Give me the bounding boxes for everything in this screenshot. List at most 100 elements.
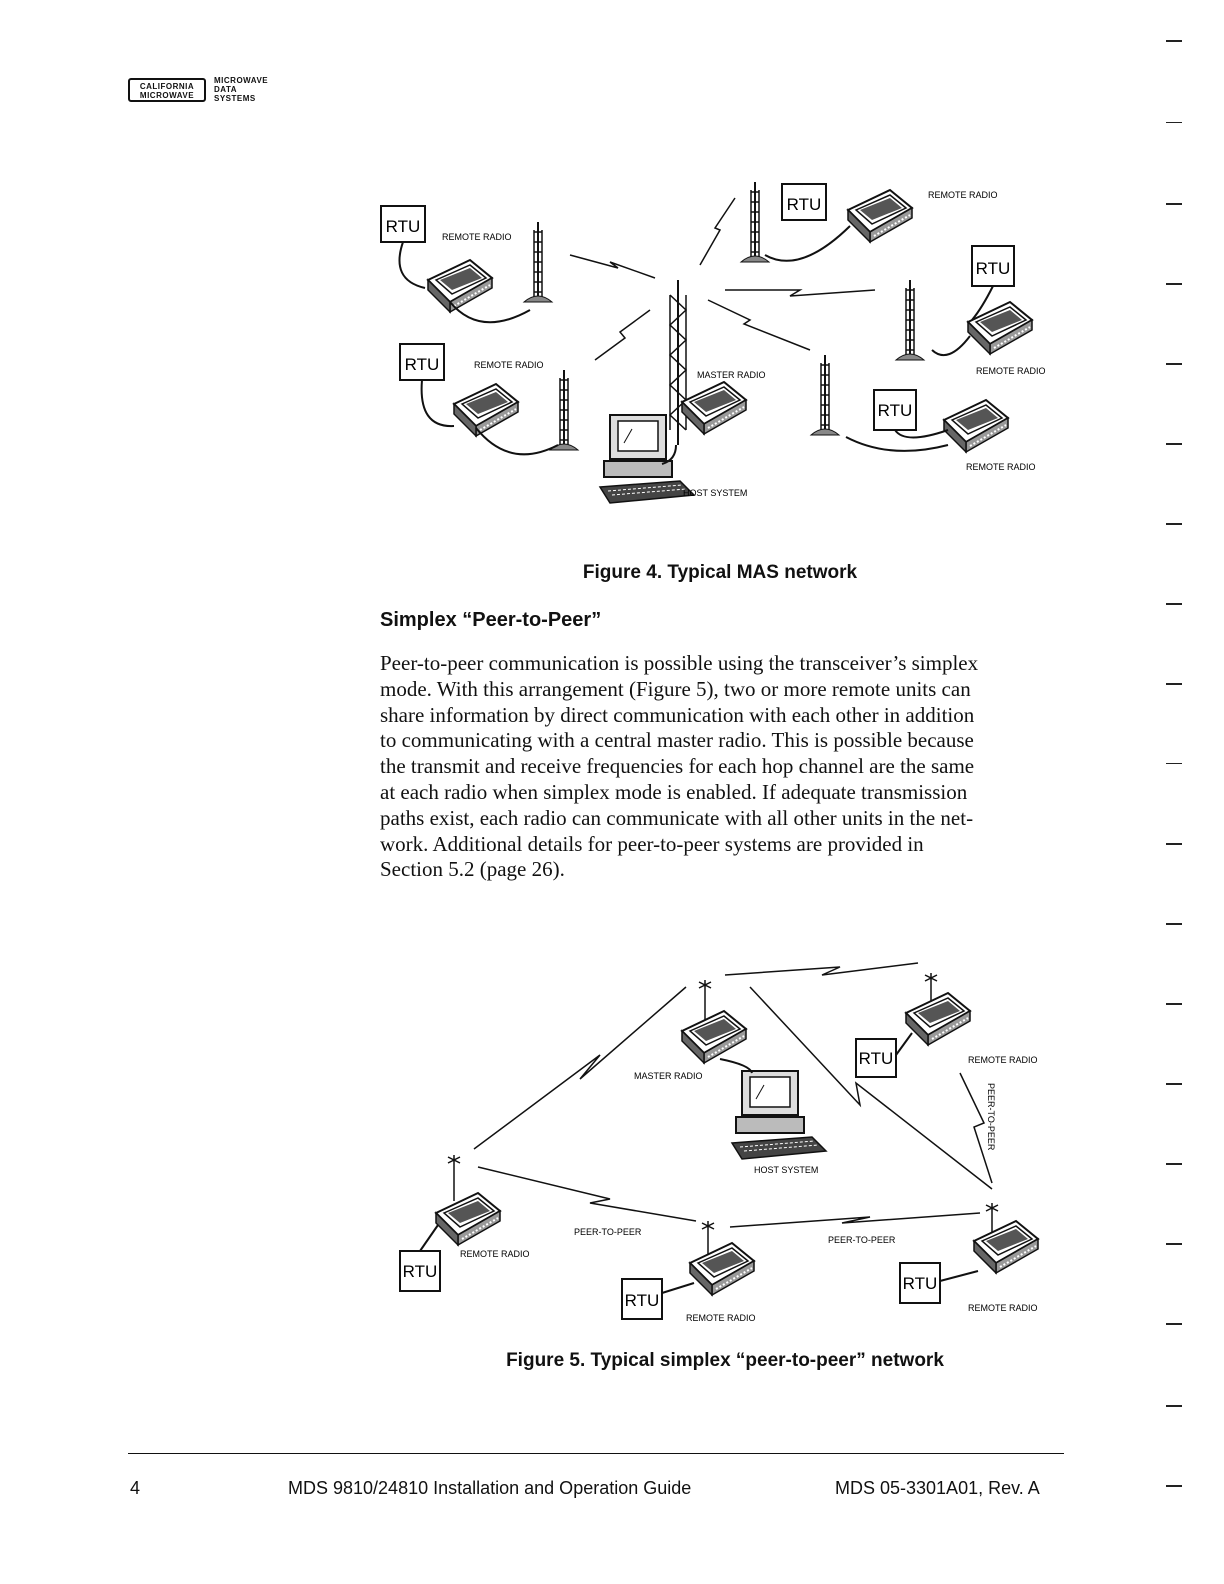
figure4-caption: Figure 4. Typical MAS network: [582, 562, 858, 583]
company-logo: CALIFORNIA MICROWAVE MICROWAVE DATA SYST…: [128, 76, 308, 106]
remote-unit-bottom-right: RTU REMOTE RADIO: [899, 1220, 1039, 1313]
radio-links: [569, 197, 876, 361]
rtu-label: RTU: [625, 1291, 660, 1310]
remote-radio-icon: [967, 301, 1033, 355]
figure5-diagram: MASTER RADIO HOST SYSTEM RTU REMOTE RADI…: [399, 962, 1039, 1323]
remote-unit-top-right: RTU REMOTE RADIO PEER-TO-PEER: [855, 992, 1038, 1151]
remote-radio-label: REMOTE RADIO: [460, 1249, 530, 1259]
margin-mark: [1166, 443, 1182, 445]
margin-mark: [1166, 1083, 1182, 1085]
rtu-box: [399, 343, 445, 381]
margin-mark: [1166, 1163, 1182, 1165]
remote-radio-icon: [427, 259, 493, 313]
section-heading: Simplex “Peer-to-Peer”: [380, 609, 602, 631]
remote-radio-label: REMOTE RADIO: [968, 1303, 1038, 1313]
margin-mark: [1166, 1323, 1182, 1325]
peer-to-peer-label: PEER-TO-PEER: [574, 1227, 642, 1237]
remote-radio-label: REMOTE RADIO: [686, 1313, 756, 1323]
antenna-tower-icon: [810, 354, 840, 436]
margin-mark: [1166, 40, 1182, 42]
logo-side-line1: MICROWAVE: [214, 76, 269, 85]
logo-side-line3: SYSTEMS: [214, 94, 256, 103]
figure4-diagram: RTU REMOTE RADIO RTU REMOTE RADIO RTU RE…: [380, 181, 1046, 504]
remote-radio-icon: [435, 1192, 501, 1246]
rtu-box: [399, 1250, 441, 1292]
margin-mark: [1166, 283, 1182, 285]
rtu-label: RTU: [976, 259, 1011, 278]
rtu-box: [971, 245, 1015, 287]
remote-radio-label: REMOTE RADIO: [928, 190, 998, 200]
logo-box-line1: CALIFORNIA: [139, 82, 195, 91]
rtu-label: RTU: [403, 1262, 438, 1281]
logo-box: CALIFORNIA MICROWAVE: [128, 78, 206, 102]
remote-radio-icon: [847, 189, 913, 243]
logo-side-line2: DATA: [214, 85, 238, 94]
rtu-label: RTU: [405, 355, 440, 374]
remote-radio-icon: [453, 383, 519, 437]
margin-mark: [1166, 603, 1182, 605]
rtu-box: [873, 389, 917, 431]
radio-links: [473, 962, 993, 1228]
master-radio-icon: [681, 1010, 747, 1064]
margin-mark: [1166, 763, 1182, 764]
host-system-label: HOST SYSTEM: [754, 1165, 818, 1175]
section-paragraph: Peer-to-peer communication is possible u…: [380, 651, 979, 882]
margin-mark: [1166, 122, 1182, 123]
master-radio-label: MASTER RADIO: [634, 1071, 703, 1081]
master-mast: [668, 280, 688, 445]
margin-mark: [1166, 1243, 1182, 1245]
margin-mark: [1166, 1485, 1182, 1487]
remote-radio-label: REMOTE RADIO: [968, 1055, 1038, 1065]
figure5-caption: Figure 5. Typical simplex “peer-to-peer”…: [506, 1350, 944, 1371]
rtu-box: [621, 1278, 663, 1320]
remote-radio-icon: [973, 1220, 1039, 1274]
rtu-box: [855, 1038, 897, 1078]
antenna-tower-icon: [549, 369, 579, 451]
remote-unit-top-left: RTU REMOTE RADIO: [380, 205, 553, 324]
antenna-tower-icon: [740, 181, 770, 263]
host-system-label: HOST SYSTEM: [683, 488, 747, 498]
remote-radio-label: REMOTE RADIO: [976, 366, 1046, 376]
margin-mark: [1166, 683, 1182, 685]
antenna-tower-icon: [523, 221, 553, 303]
remote-unit-mid-left: RTU REMOTE RADIO: [399, 343, 579, 456]
margin-mark: [1166, 923, 1182, 925]
rtu-label: RTU: [903, 1274, 938, 1293]
host-computer-icon: [731, 1070, 827, 1160]
remote-radio-label: REMOTE RADIO: [966, 462, 1036, 472]
margin-mark: [1166, 1003, 1182, 1005]
remote-unit-top-right: RTU REMOTE RADIO: [740, 181, 998, 263]
rtu-label: RTU: [386, 217, 421, 236]
rtu-label: RTU: [878, 401, 913, 420]
footer-rule: [128, 1453, 1064, 1454]
page-number: 4: [130, 1478, 141, 1498]
peer-to-peer-label: PEER-TO-PEER: [828, 1235, 896, 1245]
remote-radio-icon: [905, 992, 971, 1046]
remote-radio-label: REMOTE RADIO: [474, 360, 544, 370]
rtu-box: [899, 1262, 941, 1304]
margin-mark: [1166, 523, 1182, 525]
remote-unit-bottom-left: RTU REMOTE RADIO PEER-TO-PEER: [399, 1192, 642, 1292]
remote-radio-label: REMOTE RADIO: [442, 232, 512, 242]
logo-side-text: MICROWAVE DATA SYSTEMS: [214, 76, 314, 103]
host-computer-icon: [599, 414, 695, 504]
antenna-tower-icon: [895, 279, 925, 361]
rtu-box: [380, 205, 426, 243]
peer-to-peer-label: PEER-TO-PEER: [986, 1083, 996, 1151]
master-radio-icon: [681, 381, 747, 435]
document-id: MDS 05-3301A01, Rev. A: [835, 1478, 1040, 1498]
document-title: MDS 9810/24810 Installation and Operatio…: [288, 1478, 692, 1498]
rtu-box: [781, 183, 827, 221]
remote-radio-icon: [689, 1242, 755, 1296]
master-station: MASTER RADIO HOST SYSTEM: [599, 370, 766, 504]
margin-mark: [1166, 843, 1182, 845]
remote-radio-icon: [943, 399, 1009, 453]
margin-mark: [1166, 363, 1182, 365]
master-radio-label: MASTER RADIO: [697, 370, 766, 380]
rtu-label: RTU: [787, 195, 822, 214]
margin-mark: [1166, 1405, 1182, 1407]
remote-unit-bottom-middle: RTU REMOTE RADIO PEER-TO-PEER: [621, 1235, 896, 1323]
remote-unit-right: RTU REMOTE RADIO: [895, 245, 1046, 376]
master-station: MASTER RADIO HOST SYSTEM: [634, 1010, 827, 1175]
logo-box-line2: MICROWAVE: [139, 91, 195, 100]
